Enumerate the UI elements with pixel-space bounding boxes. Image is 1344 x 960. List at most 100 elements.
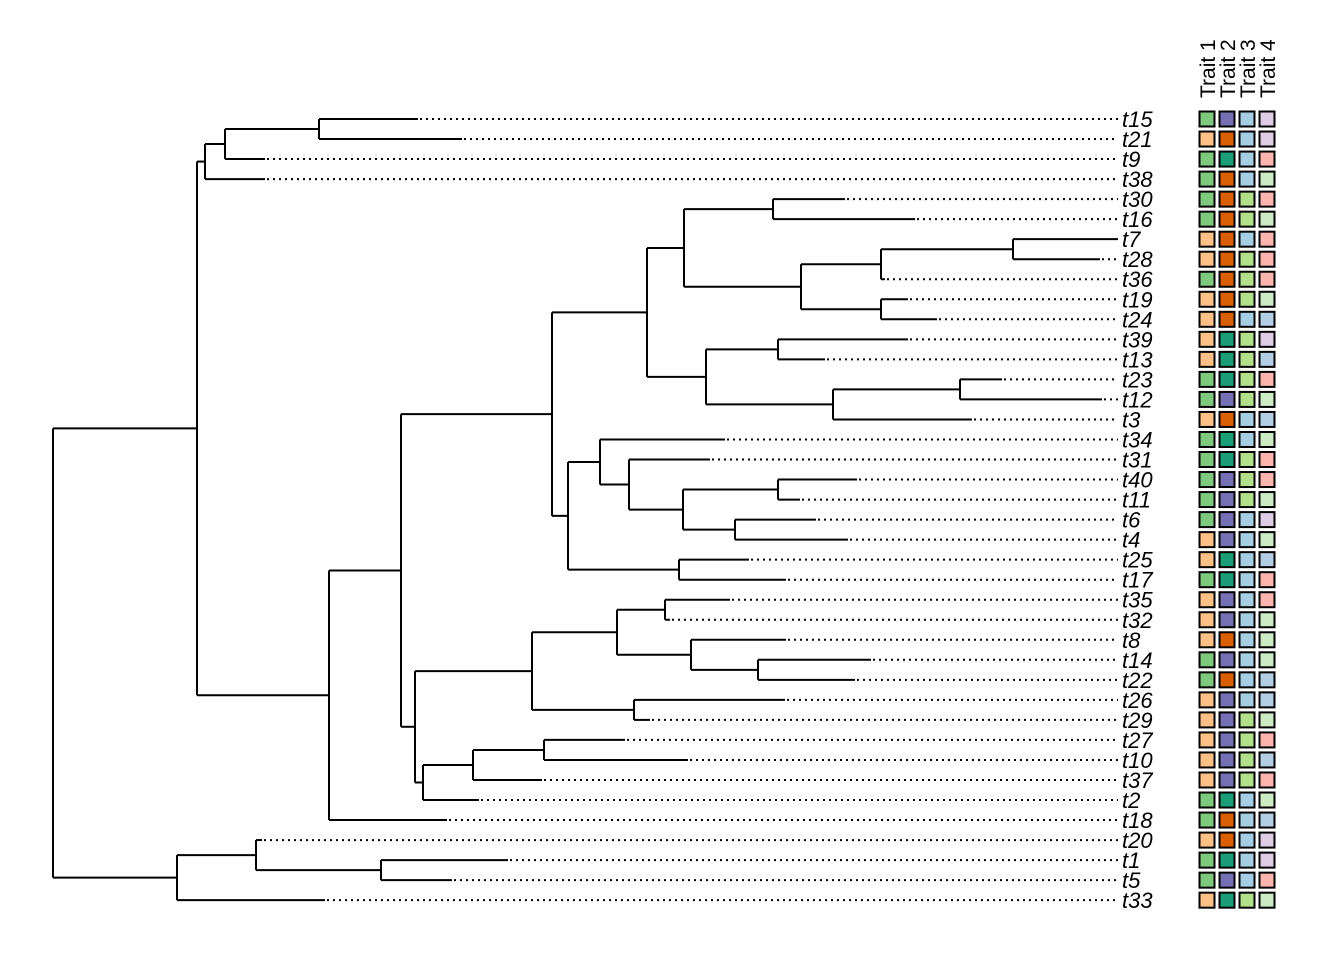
- trait-cell-3: [1238, 290, 1256, 308]
- trait-cell-1: [1198, 250, 1216, 268]
- tip-label: t23: [1122, 367, 1153, 392]
- trait-cell-1: [1198, 891, 1216, 909]
- trait-cell-3: [1238, 571, 1256, 589]
- trait-cell-4: [1258, 250, 1276, 268]
- trait-cell-4: [1258, 651, 1276, 669]
- trait-cell-2: [1218, 210, 1236, 228]
- trait-cell-3: [1238, 591, 1256, 609]
- tip-label: t20: [1122, 828, 1153, 853]
- trait-cell-1: [1198, 410, 1216, 428]
- trait-cell-2: [1218, 891, 1236, 909]
- trait-cell-1: [1198, 711, 1216, 729]
- trait-cell-2: [1218, 611, 1236, 629]
- trait-cell-1: [1198, 511, 1216, 529]
- trait-cell-4: [1258, 370, 1276, 388]
- trait-cell-3: [1238, 350, 1256, 368]
- tree-branches: [52, 118, 1118, 902]
- trait-cell-3: [1238, 531, 1256, 549]
- trait-cell-4: [1258, 150, 1276, 168]
- trait-cell-2: [1218, 651, 1236, 669]
- trait-cell-4: [1258, 831, 1276, 849]
- trait-cell-3: [1238, 811, 1256, 829]
- trait-cell-4: [1258, 691, 1276, 709]
- trait-cell-1: [1198, 631, 1216, 649]
- trait-cell-2: [1218, 731, 1236, 749]
- trait-cell-2: [1218, 130, 1236, 148]
- tip-label: t12: [1122, 387, 1153, 412]
- tip-label: t1: [1122, 848, 1140, 873]
- tip-label: t24: [1122, 307, 1153, 332]
- trait-cell-2: [1218, 310, 1236, 328]
- trait-cell-2: [1218, 410, 1236, 428]
- trait-cell-4: [1258, 611, 1276, 629]
- trait-cell-4: [1258, 190, 1276, 208]
- tip-label: t13: [1122, 347, 1153, 372]
- trait-cell-2: [1218, 230, 1236, 248]
- trait-cell-4: [1258, 390, 1276, 408]
- trait-cell-1: [1198, 110, 1216, 128]
- trait-cell-2: [1218, 290, 1236, 308]
- tip-label: t30: [1122, 187, 1153, 212]
- trait-cell-4: [1258, 330, 1276, 348]
- trait-cell-1: [1198, 831, 1216, 849]
- trait-cell-4: [1258, 851, 1276, 869]
- tip-label: t16: [1122, 207, 1153, 232]
- trait-cell-1: [1198, 230, 1216, 248]
- trait-cell-2: [1218, 751, 1236, 769]
- tip-label: t8: [1122, 628, 1141, 653]
- trait-cell-2: [1218, 791, 1236, 809]
- trait-cell-2: [1218, 711, 1236, 729]
- trait-cell-3: [1238, 451, 1256, 469]
- trait-cell-1: [1198, 551, 1216, 569]
- trait-cell-1: [1198, 771, 1216, 789]
- trait-cell-1: [1198, 691, 1216, 709]
- trait-cell-2: [1218, 350, 1236, 368]
- trait-cell-4: [1258, 771, 1276, 789]
- trait-cell-4: [1258, 230, 1276, 248]
- trait-cell-3: [1238, 851, 1256, 869]
- tip-label: t32: [1122, 608, 1153, 633]
- trait-cell-1: [1198, 611, 1216, 629]
- tip-label: t31: [1122, 448, 1153, 473]
- trait-cell-3: [1238, 471, 1256, 489]
- trait-cell-4: [1258, 210, 1276, 228]
- trait-cell-2: [1218, 671, 1236, 689]
- tip-label: t5: [1122, 868, 1141, 893]
- trait-cell-3: [1238, 491, 1256, 509]
- trait-cell-3: [1238, 691, 1256, 709]
- trait-cell-3: [1238, 611, 1256, 629]
- trait-cell-3: [1238, 270, 1256, 288]
- tip-label: t2: [1122, 788, 1140, 813]
- trait-cell-4: [1258, 731, 1276, 749]
- trait-cell-1: [1198, 130, 1216, 148]
- tip-label: t33: [1122, 888, 1153, 913]
- trait-cell-1: [1198, 531, 1216, 549]
- trait-cell-3: [1238, 430, 1256, 448]
- tip-label: t14: [1122, 648, 1153, 673]
- trait-cell-1: [1198, 190, 1216, 208]
- trait-cell-2: [1218, 571, 1236, 589]
- tip-label: t21: [1122, 127, 1153, 152]
- trait-cell-1: [1198, 731, 1216, 749]
- trait-cell-3: [1238, 390, 1256, 408]
- tip-label: t27: [1122, 728, 1153, 753]
- trait-cell-4: [1258, 451, 1276, 469]
- trait-matrix: [1198, 110, 1276, 909]
- tip-label: t9: [1122, 147, 1140, 172]
- trait-cell-2: [1218, 771, 1236, 789]
- tip-label: t4: [1122, 528, 1140, 553]
- trait-cell-4: [1258, 891, 1276, 909]
- trait-cell-3: [1238, 551, 1256, 569]
- trait-cell-4: [1258, 270, 1276, 288]
- trait-cell-2: [1218, 430, 1236, 448]
- trait-cell-1: [1198, 671, 1216, 689]
- trait-cell-2: [1218, 811, 1236, 829]
- tip-label: t18: [1122, 808, 1153, 833]
- trait-cell-3: [1238, 651, 1256, 669]
- trait-cell-4: [1258, 471, 1276, 489]
- trait-cell-3: [1238, 330, 1256, 348]
- trait-cell-2: [1218, 190, 1236, 208]
- trait-cell-1: [1198, 811, 1216, 829]
- trait-cell-4: [1258, 491, 1276, 509]
